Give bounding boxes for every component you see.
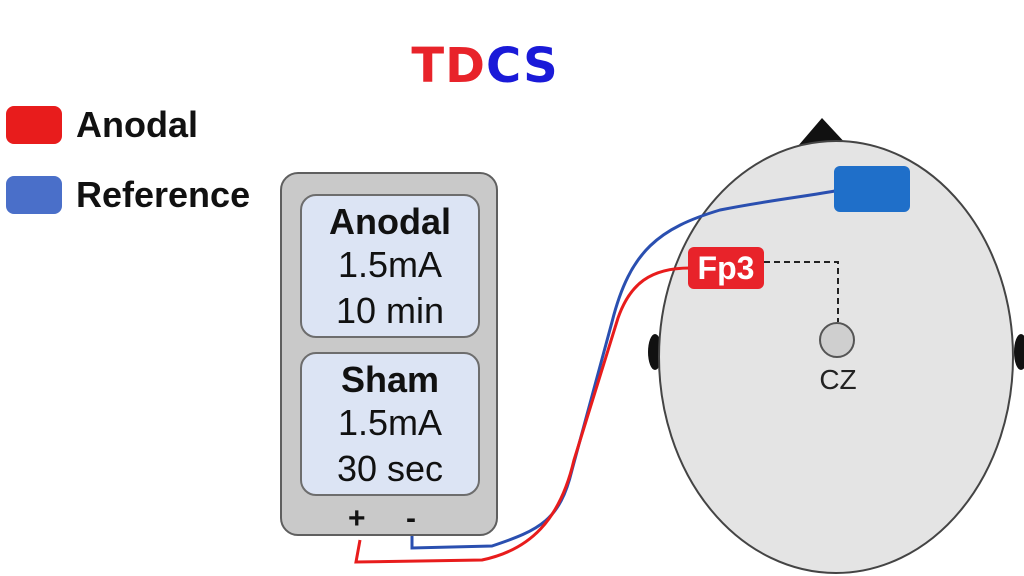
legend-label-reference: Reference [76,174,251,215]
right-ear-icon [1014,334,1024,370]
diagram-title: TDCS [0,38,970,94]
anodal-wire [354,266,691,564]
positive-terminal: + [348,502,366,535]
panel-sham-duration: 30 sec [336,448,444,489]
cz-electrode [819,322,855,358]
panel-anodal: Anodal 1.5mA 10 min [300,194,480,338]
title-part-cs: CS [485,38,559,94]
cz-label: CZ [819,364,857,395]
panel-sham: Sham 1.5mA 30 sec [300,352,480,496]
legend-swatch-anodal [6,106,62,144]
reference-electrode [834,166,910,212]
reference-wire [410,188,841,550]
legend-item-reference: Reference [6,174,250,216]
negative-terminal: - [406,502,416,535]
legend-label-anodal: Anodal [76,104,198,145]
title-part-td: TD [411,38,486,94]
fp3-cz-connector [764,261,839,322]
nose-icon [798,118,848,146]
panel-anodal-duration: 10 min [335,290,445,331]
panel-sham-current: 1.5mA [337,402,443,443]
fp3-electrode-label: Fp3 [688,247,764,289]
stimulator-device: Anodal 1.5mA 10 min Sham 1.5mA 30 sec + … [280,172,498,536]
panel-anodal-current: 1.5mA [337,244,443,285]
panel-anodal-title: Anodal [329,201,451,242]
panel-sham-title: Sham [340,359,440,400]
legend-swatch-reference [6,176,62,214]
legend-item-anodal: Anodal [6,104,198,146]
